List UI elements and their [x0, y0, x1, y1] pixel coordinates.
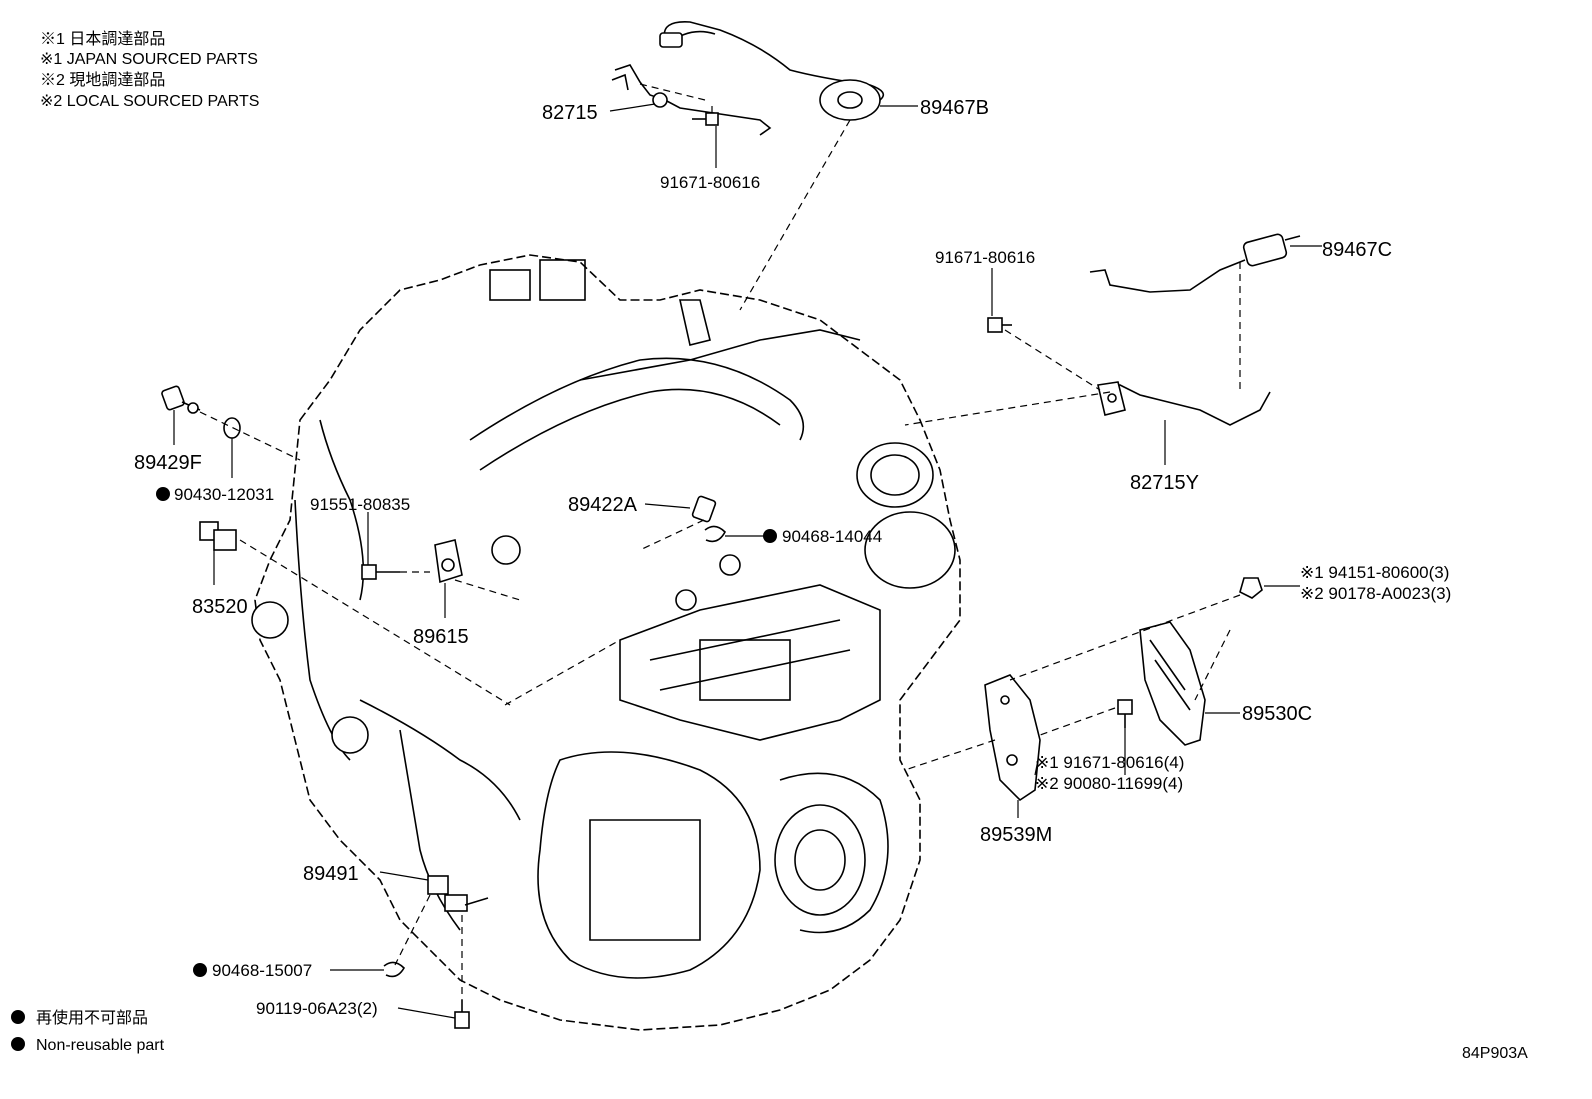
bolt-91671-set[interactable] — [1117, 699, 1133, 728]
callout-89422A[interactable]: 89422A — [568, 494, 638, 516]
nonreusable-marker-icon — [763, 529, 777, 543]
knock-sensor-89615[interactable] — [434, 539, 463, 584]
bolt-91671-mid[interactable] — [987, 317, 1012, 333]
gasket-90430[interactable] — [223, 417, 241, 439]
callout-90178[interactable]: ※2 90178-A0023(3) — [1300, 584, 1451, 603]
nonreusable-label-en: Non-reusable part — [36, 1037, 165, 1054]
callout-89467C[interactable]: 89467C — [1322, 239, 1392, 261]
nonreusable-marker-icon — [193, 963, 207, 977]
clip-90468-14044[interactable] — [704, 525, 726, 543]
callout-94151[interactable]: ※1 94151-80600(3) — [1300, 563, 1449, 582]
legend-line-1: ※1 日本調達部品 — [40, 30, 165, 48]
callout-89539M[interactable]: 89539M — [980, 824, 1052, 846]
callout-89429F[interactable]: 89429F — [134, 452, 202, 474]
sensor-89429F[interactable] — [161, 385, 201, 414]
callout-90468-15007[interactable]: 90468-15007 — [212, 961, 312, 980]
bolt-90119[interactable] — [454, 1000, 470, 1029]
nonreusable-label-jp: 再使用不可部品 — [36, 1009, 148, 1027]
callout-90080[interactable]: ※2 90080-11699(4) — [1035, 774, 1183, 793]
temperature-sensor-89422A[interactable] — [691, 495, 717, 523]
callout-89467B[interactable]: 89467B — [920, 97, 989, 119]
callout-89615[interactable]: 89615 — [413, 626, 469, 648]
callout-91671-mid[interactable]: 91671-80616 — [935, 248, 1035, 267]
oil-pressure-switch-83520[interactable] — [199, 521, 237, 551]
callout-89530C[interactable]: 89530C — [1242, 703, 1312, 725]
legend: ※1 日本調達部品 ※1 JAPAN SOURCED PARTS ※2 現地調達… — [40, 30, 259, 110]
engine-assembly — [251, 254, 961, 1031]
callout-91671-set[interactable]: ※1 91671-80616(4) — [1035, 753, 1184, 772]
legend-line-3: ※2 現地調達部品 — [40, 71, 165, 89]
callout-90468-14044[interactable]: 90468-14044 — [782, 527, 882, 546]
leader-lines — [173, 103, 1322, 1019]
callout-82715Y[interactable]: 82715Y — [1130, 472, 1199, 494]
callout-90430[interactable]: 90430-12031 — [174, 485, 274, 504]
air-fuel-ratio-sensor-89467B[interactable] — [659, 21, 885, 121]
control-unit-89530C[interactable] — [1139, 621, 1206, 746]
bracket-82715[interactable] — [611, 64, 772, 136]
sheet-id: 84P903A — [1462, 1045, 1528, 1062]
bracket-82715Y[interactable] — [1097, 381, 1271, 426]
callout-91671-top[interactable]: 91671-80616 — [660, 173, 760, 192]
callout-83520[interactable]: 83520 — [192, 596, 248, 618]
clip-90468-15007[interactable] — [383, 961, 406, 978]
sensor-89491[interactable] — [427, 875, 489, 912]
callout-82715[interactable]: 82715 — [542, 102, 598, 124]
callout-90119[interactable]: 90119-06A23(2) — [256, 999, 378, 1018]
oxygen-sensor-89467C[interactable] — [1089, 233, 1301, 293]
bracket-89539M[interactable] — [984, 674, 1041, 802]
legend-line-4: ※2 LOCAL SOURCED PARTS — [40, 93, 259, 110]
nonreusable-marker-icon — [156, 487, 170, 501]
callouts: 82715 89467B 91671-80616 89467C 91671-80… — [134, 97, 1451, 1018]
bolt-91551[interactable] — [361, 564, 400, 580]
nonreusable-bullet-icon — [11, 1037, 25, 1051]
callout-91551[interactable]: 91551-80835 — [310, 495, 410, 514]
footer-legend: 再使用不可部品 Non-reusable part 84P903A — [11, 1009, 1528, 1062]
callout-89491[interactable]: 89491 — [303, 863, 359, 885]
bolt-91671-top[interactable] — [692, 112, 719, 126]
nut-94151[interactable] — [1239, 577, 1263, 599]
assembly-lines — [199, 83, 1241, 1000]
nonreusable-bullet-icon — [11, 1010, 25, 1024]
legend-line-2: ※1 JAPAN SOURCED PARTS — [40, 51, 258, 68]
